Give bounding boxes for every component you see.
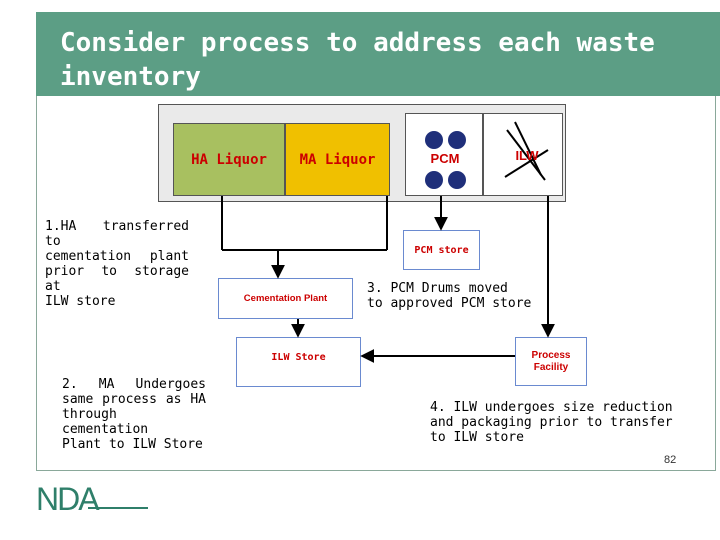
ma-liquor-label: MA Liquor xyxy=(299,151,376,168)
note-3: 3. PCM Drums moved to approved PCM store xyxy=(367,281,532,311)
ilw-label: ILW xyxy=(515,148,539,163)
cementation-plant-box: Cementation Plant xyxy=(218,278,353,319)
svg-text:NDA: NDA xyxy=(36,481,100,517)
ilw-cross-icon xyxy=(504,121,549,181)
slide-title: Consider process to address each waste i… xyxy=(60,28,655,92)
pcm-label: PCM xyxy=(431,151,460,166)
process-facility-label: Process Facility xyxy=(531,349,571,373)
note-4: 4. ILW undergoes size reduction and pack… xyxy=(430,400,673,445)
nda-logo: NDA xyxy=(36,481,148,517)
pcm-box xyxy=(405,113,483,196)
ha-liquor-label: HA Liquor xyxy=(191,151,267,168)
title-bar: Consider process to address each waste i… xyxy=(36,12,720,96)
ilw-store-box: ILW Store xyxy=(236,337,361,387)
pcm-store-box: PCM store xyxy=(403,230,480,270)
page-number: 82 xyxy=(664,454,677,466)
content-frame xyxy=(36,96,716,471)
drum-icon xyxy=(425,171,443,189)
ma-liquor-box: MA Liquor xyxy=(285,123,390,196)
pcm-drums xyxy=(425,131,466,189)
pcm-store-label: PCM store xyxy=(414,244,469,256)
drum-icon xyxy=(425,131,443,149)
drum-icon xyxy=(448,171,466,189)
cementation-plant-label: Cementation Plant xyxy=(243,293,328,304)
ilw-store-label: ILW Store xyxy=(271,352,326,363)
process-facility-box: Process Facility xyxy=(515,337,587,386)
drum-icon xyxy=(448,131,466,149)
note-1: 1.HA transferred to cementation plant pr… xyxy=(45,219,189,309)
ha-liquor-box: HA Liquor xyxy=(173,123,285,196)
ilw-box xyxy=(483,113,563,196)
note-2: 2. MA Undergoes same process as HA throu… xyxy=(62,377,206,452)
